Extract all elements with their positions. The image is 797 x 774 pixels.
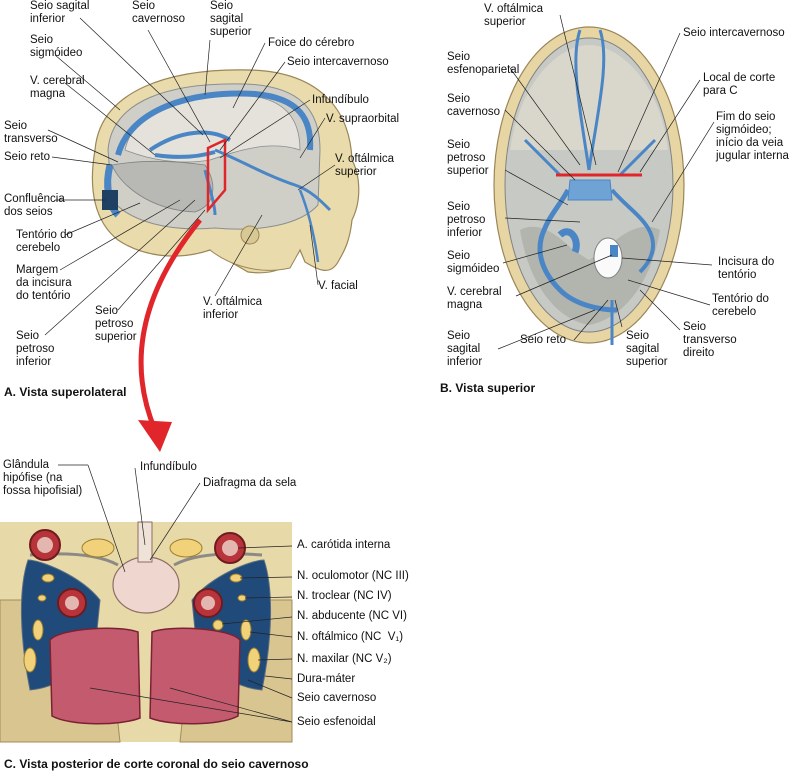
caption-panel-c: C. Vista posterior de corte coronal do s…: [4, 757, 309, 771]
label-b-seio-sagital-superior: Seio sagital superior: [626, 330, 668, 368]
label-c-glandula-hipofise: Glândula hipófise (na fossa hipofisial): [3, 459, 83, 497]
panel-b-cranial-base-illustration: [493, 26, 685, 345]
label-a-seio-transverso: Seio transverso: [4, 120, 58, 145]
label-b-v-oftalmica-superior: V. oftálmica superior: [484, 3, 544, 28]
panel-a-skull-illustration: [91, 69, 360, 274]
label-a-confluencia: Confluência dos seios: [4, 193, 65, 218]
label-a-v-supraorbital: V. supraorbital: [326, 113, 400, 125]
label-b-seio-sigmoideo: Seio sigmóideo: [447, 250, 500, 275]
label-c-n-oftalmico: N. oftálmico (NC V₁): [297, 631, 404, 643]
label-a-v-facial: V. facial: [318, 280, 358, 292]
label-a-seio-petroso-superior: Seio petroso superior: [95, 305, 137, 343]
leader-lines: [44, 14, 715, 723]
label-a-v-oftalmica-superior: V. oftálmica superior: [335, 153, 395, 178]
caption-panel-a: A. Vista superolateral: [4, 385, 127, 399]
label-a-seio-sagital-inferior: Seio sagital inferior: [30, 0, 90, 25]
label-a-v-cerebral-magna: V. cerebral magna: [30, 75, 85, 100]
label-a-seio-reto: Seio reto: [4, 151, 51, 163]
label-c-a-carotida: A. carótida interna: [297, 539, 391, 551]
red-arrow-to-panel-c: [138, 218, 202, 452]
label-c-n-abducente: N. abducente (NC VI): [297, 610, 407, 622]
label-c-infundibulo: Infundíbulo: [140, 461, 197, 473]
label-a-infundibulo: Infundíbulo: [312, 94, 369, 106]
label-a-tentorio: Tentório do cerebelo: [16, 229, 73, 254]
label-c-seio-cavernoso: Seio cavernoso: [297, 692, 377, 704]
label-b-seio-reto: Seio reto: [520, 334, 567, 346]
label-c-diafragma-sela: Diafragma da sela: [203, 477, 297, 489]
label-b-seio-intercavernoso: Seio intercavernoso: [683, 27, 785, 39]
label-c-n-maxilar: N. maxilar (NC V₂): [297, 653, 392, 665]
label-a-seio-sagital-superior: Seio sagital superior: [210, 0, 252, 38]
label-b-seio-petroso-superior: Seio petroso superior: [447, 139, 489, 177]
label-a-margem: Margem da incisura do tentório: [16, 264, 72, 302]
label-a-foice-cerebro: Foice do cérebro: [268, 37, 355, 49]
label-b-tentorio: Tentório do cerebelo: [712, 293, 769, 318]
label-b-seio-transverso-direito: Seio transverso direito: [683, 321, 737, 359]
label-a-seio-cavernoso: Seio cavernoso: [132, 0, 186, 25]
label-b-seio-petroso-inferior: Seio petroso inferior: [447, 201, 486, 239]
label-b-local-corte: Local de corte para C: [703, 72, 776, 97]
label-b-seio-esfenoparietal: Seio esfenoparietal: [447, 51, 520, 76]
label-a-seio-petroso-inferior: Seio petroso inferior: [16, 330, 55, 368]
label-a-seio-intercavernoso: Seio intercavernoso: [287, 56, 389, 68]
label-b-fim-seio-sigmoideo: Fim do seio sigmóideo; início da veia ju…: [716, 111, 789, 162]
label-b-seio-sagital-inferior: Seio sagital inferior: [447, 330, 483, 368]
label-b-incisura-tentorio: Incisura do tentório: [718, 256, 775, 281]
label-b-v-cerebral-magna: V. cerebral magna: [447, 286, 502, 311]
label-c-n-troclear: N. troclear (NC IV): [297, 590, 392, 602]
label-b-seio-cavernoso: Seio cavernoso: [447, 93, 501, 118]
panel-c-coronal-section-illustration: [0, 521, 293, 743]
label-c-dura-mater: Dura-máter: [297, 673, 356, 685]
label-a-v-oftalmica-inferior: V. oftálmica inferior: [203, 296, 263, 321]
label-c-n-oculomotor: N. oculomotor (NC III): [297, 570, 409, 582]
label-c-seio-esfenoidal: Seio esfenoidal: [297, 716, 376, 728]
caption-panel-b: B. Vista superior: [440, 381, 536, 395]
label-a-seio-sigmoideo: Seio sigmóideo: [30, 34, 83, 59]
